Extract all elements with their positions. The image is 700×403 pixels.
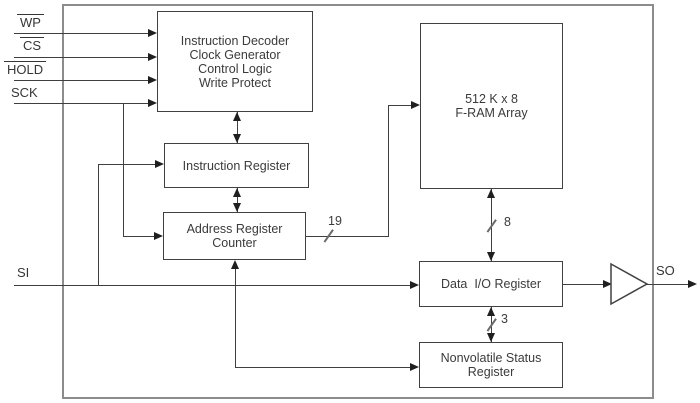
nsr-top-arrowhead-icon <box>486 333 495 342</box>
ir-top-arrowhead-icon <box>232 134 241 143</box>
signal-label-cs: CS <box>20 37 45 53</box>
address-bus-vertical-wire <box>387 105 389 236</box>
decoder-bottom-arrowhead-icon <box>232 112 241 121</box>
data-io-register-label: Data I/O Register <box>440 277 542 291</box>
data-bus-width: 8 <box>504 215 511 229</box>
so-output-wire <box>645 283 689 285</box>
instruction-register-label: Instruction Register <box>182 158 291 173</box>
address-register-input-wire <box>123 235 155 237</box>
wp-arrowhead-icon <box>148 29 157 37</box>
decoder-line-4: Write Protect <box>198 75 271 90</box>
block-data-io-register: Data I/O Register <box>419 261 563 307</box>
so-output-arrowhead-icon <box>688 280 697 288</box>
address-register-line-1: Address Register <box>186 222 283 236</box>
status-bus-width: 3 <box>501 312 508 326</box>
fram-array-line-1: 512 K x 8 <box>465 92 518 106</box>
decoder-ir-bus-wire <box>236 112 238 143</box>
nonvolatile-status-line-1: Nonvolatile Status <box>440 351 542 365</box>
arc-top-arrowhead-icon <box>232 203 241 212</box>
block-instruction-register: Instruction Register <box>164 143 309 188</box>
sck-wire <box>14 102 149 104</box>
decoder-line-1: Instruction Decoder <box>180 33 290 48</box>
wp-overline-text: WP <box>17 14 44 30</box>
buffer-input-arrowhead-icon <box>603 280 612 288</box>
signal-label-si: SI <box>17 266 29 280</box>
dataio-top-arrowhead-icon <box>486 252 495 261</box>
arc-status-wire <box>234 262 236 367</box>
sck-text: SCK <box>11 85 38 100</box>
sck-arrowhead-icon <box>148 99 157 107</box>
cs-wire <box>14 56 149 58</box>
fram-bottom-arrowhead-icon <box>486 189 495 198</box>
so-text: SO <box>656 263 675 278</box>
arc-input-arrowhead-icon <box>154 232 163 240</box>
signal-label-hold: HOLD <box>4 61 47 77</box>
address-bus-horizontal-wire <box>306 235 389 237</box>
signal-label-so: SO <box>656 264 675 278</box>
buffer-input-wire <box>563 283 604 285</box>
nonvolatile-status-line-2: Register <box>467 365 515 379</box>
block-address-register-counter: Address Register Counter <box>163 212 306 260</box>
instruction-register-input-wire <box>98 163 157 165</box>
si-branch-wire <box>97 164 99 285</box>
hold-wire <box>14 79 149 81</box>
output-buffer-icon <box>610 262 649 306</box>
block-fram-array: 512 K x 8 F-RAM Array <box>420 23 563 189</box>
fram-array-line-2: F-RAM Array <box>455 106 528 120</box>
status-register-input-wire <box>235 366 411 368</box>
si-text: SI <box>17 265 30 280</box>
wp-wire <box>14 32 149 34</box>
decoder-line-2: Clock Generator <box>189 47 281 62</box>
address-register-line-2: Counter <box>212 236 257 250</box>
fram-input-wire <box>388 104 412 106</box>
block-nonvolatile-status-register: Nonvolatile Status Register <box>419 342 563 388</box>
chip-boundary <box>62 4 654 399</box>
cs-arrowhead-icon <box>148 53 157 61</box>
arc-bottom-arrowhead-icon <box>230 260 239 269</box>
address-bus-width: 19 <box>328 214 342 228</box>
hold-arrowhead-icon <box>148 76 157 84</box>
ir-arc-bus-wire <box>236 188 238 212</box>
block-instruction-decoder: Instruction Decoder Clock Generator Cont… <box>157 11 313 112</box>
ir-bottom-arrowhead-icon <box>232 188 241 197</box>
dataio-bottom-arrowhead-icon <box>486 307 495 316</box>
signal-label-wp: WP <box>17 14 44 30</box>
hold-overline-text: HOLD <box>4 61 47 77</box>
signal-label-sck: SCK <box>11 86 38 100</box>
fram-input-arrowhead-icon <box>411 101 420 109</box>
dataio-input-arrowhead-icon <box>410 281 419 289</box>
nsr-input-arrowhead-icon <box>410 363 419 371</box>
ir-input-arrowhead-icon <box>155 160 164 168</box>
sck-branch-wire <box>122 103 124 236</box>
si-wire <box>14 284 411 286</box>
cs-overline-text: CS <box>20 37 45 53</box>
decoder-line-3: Control Logic <box>198 61 272 76</box>
